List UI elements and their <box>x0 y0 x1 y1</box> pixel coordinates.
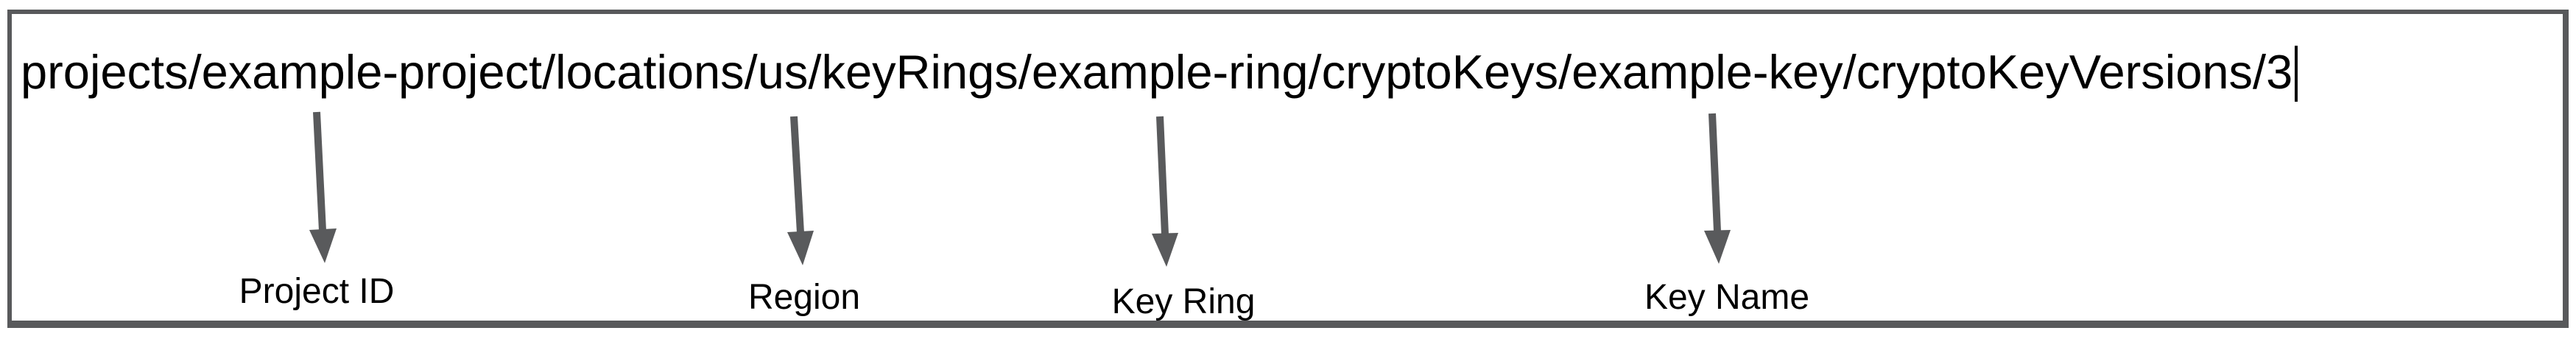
label-key-ring: Key Ring <box>1111 282 1256 321</box>
label-project-id: Project ID <box>239 272 395 311</box>
resource-path-textbox[interactable] <box>7 10 2569 328</box>
text-cursor-caret <box>2295 46 2298 102</box>
resource-path-text: projects/example-project/locations/us/ke… <box>21 45 2293 99</box>
label-key-name: Key Name <box>1644 278 1810 317</box>
resource-path-line[interactable]: projects/example-project/locations/us/ke… <box>21 44 2298 102</box>
label-region: Region <box>747 278 861 317</box>
